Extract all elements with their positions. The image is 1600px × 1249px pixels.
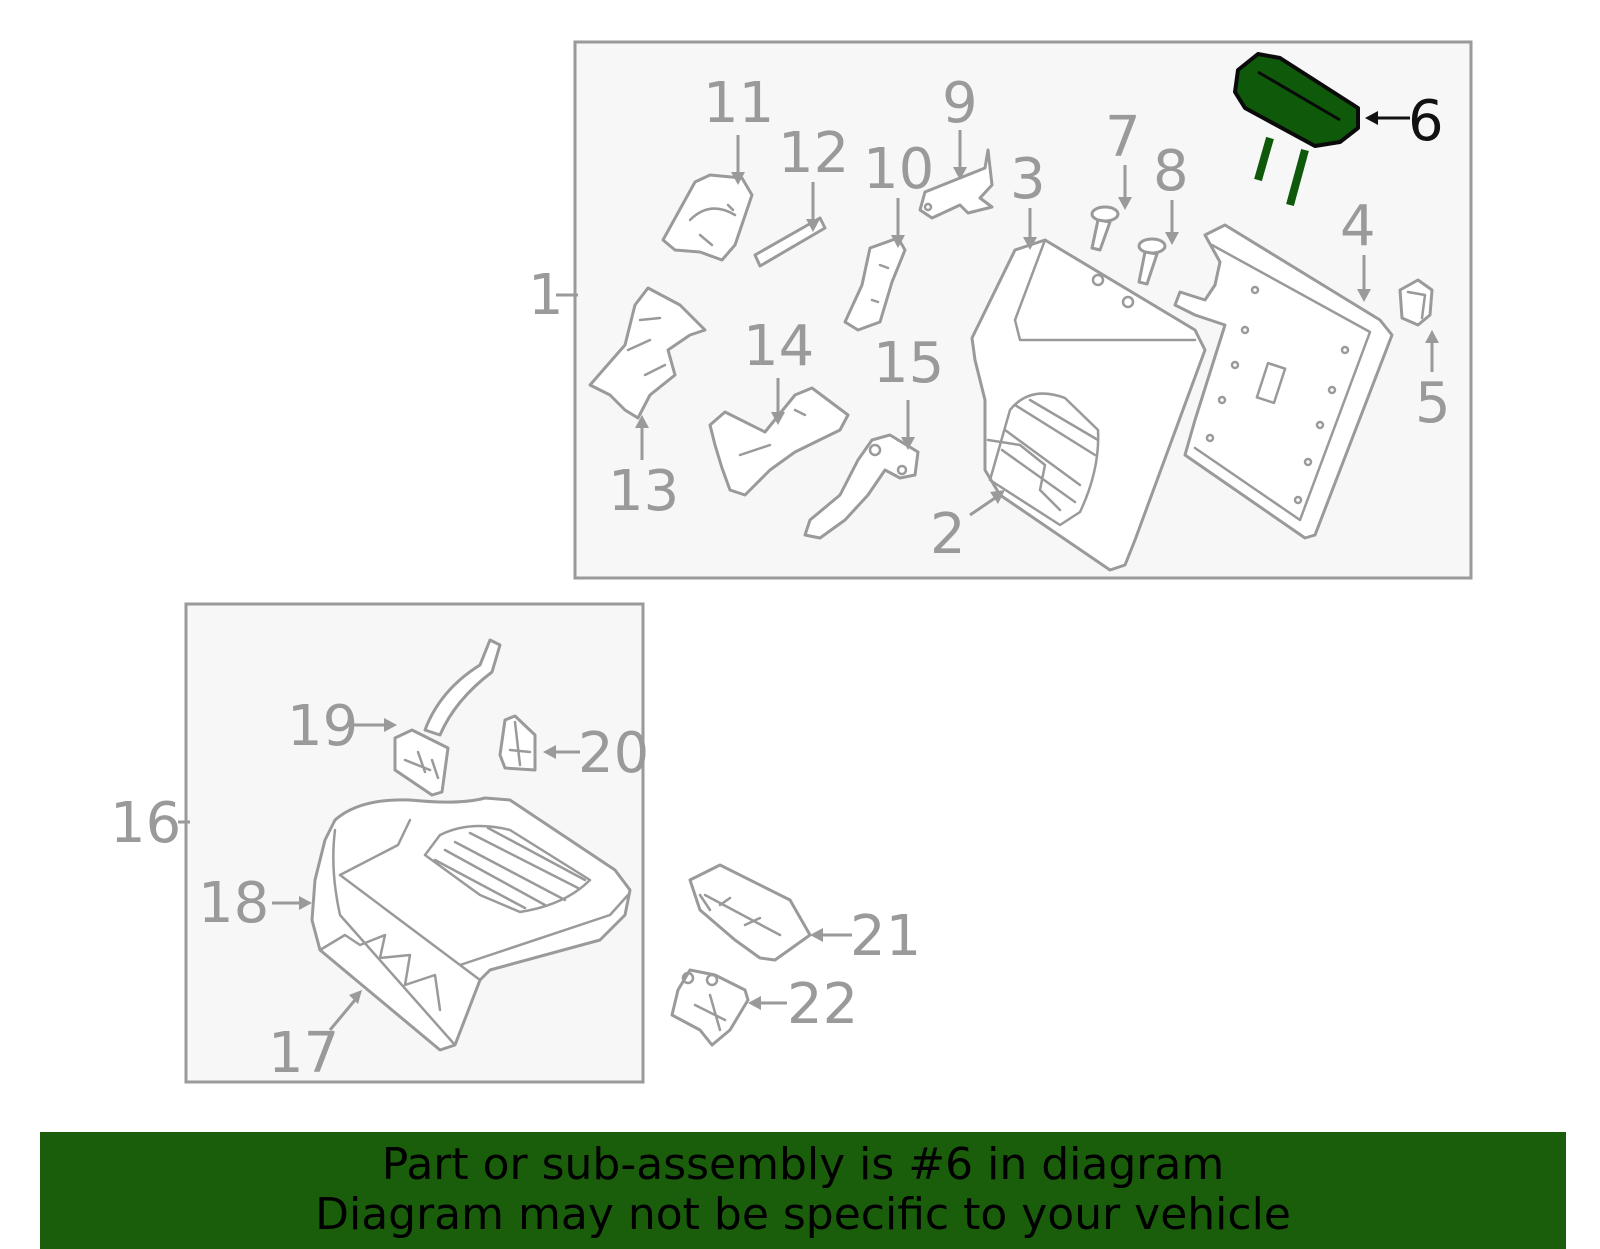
footer-part-note: Part or sub-assembly is #6 in diagram [381,1139,1225,1190]
part-19-shape[interactable] [393,638,502,797]
footer-disclaimer: Diagram may not be specific to your vehi… [315,1189,1291,1240]
part-12-shape[interactable] [753,216,827,268]
part-14-shape[interactable] [708,386,850,497]
part-18-seat-cushion[interactable] [310,796,632,1052]
part-5-shape[interactable] [1398,278,1434,327]
callout-21: 21 [850,904,921,969]
callout-15: 15 [873,331,944,396]
callout-13: 13 [608,459,679,524]
part-22-shape[interactable] [670,968,750,1047]
callout-1: 1 [528,263,564,328]
part-8-shape[interactable] [1137,237,1167,286]
footer-banner: Part or sub-assembly is #6 in diagram Di… [40,1132,1566,1249]
callout-10: 10 [863,137,934,202]
part-15-shape[interactable] [803,433,920,540]
callout-3: 3 [1010,147,1046,212]
part-21-shape[interactable] [688,863,812,962]
callout-11: 11 [703,71,774,136]
part-4-back-panel[interactable] [1173,223,1394,540]
callout-16: 16 [110,791,181,856]
callout-6: 6 [1408,89,1444,154]
callout-18: 18 [198,871,269,936]
part-11-shape[interactable] [661,173,754,262]
callout-22: 22 [787,972,858,1037]
callout-9: 9 [942,71,978,136]
part-7-shape[interactable] [1090,205,1120,252]
part-13-shape[interactable] [588,286,707,420]
leader-lines [178,111,1439,1031]
part-3-seat-back[interactable] [970,238,1207,572]
part-6-headrest[interactable] [1233,52,1360,207]
callout-2: 2 [930,502,966,567]
part-20-shape[interactable] [498,714,537,772]
callout-4: 4 [1340,194,1376,259]
callout-14: 14 [743,314,814,379]
callout-7: 7 [1105,105,1141,170]
callout-5: 5 [1415,371,1451,436]
part-9-shape[interactable] [918,148,994,220]
callout-20: 20 [578,721,649,786]
callout-19: 19 [287,694,358,759]
callout-12: 12 [778,121,849,186]
callout-8: 8 [1153,139,1189,204]
callout-17: 17 [268,1021,339,1086]
